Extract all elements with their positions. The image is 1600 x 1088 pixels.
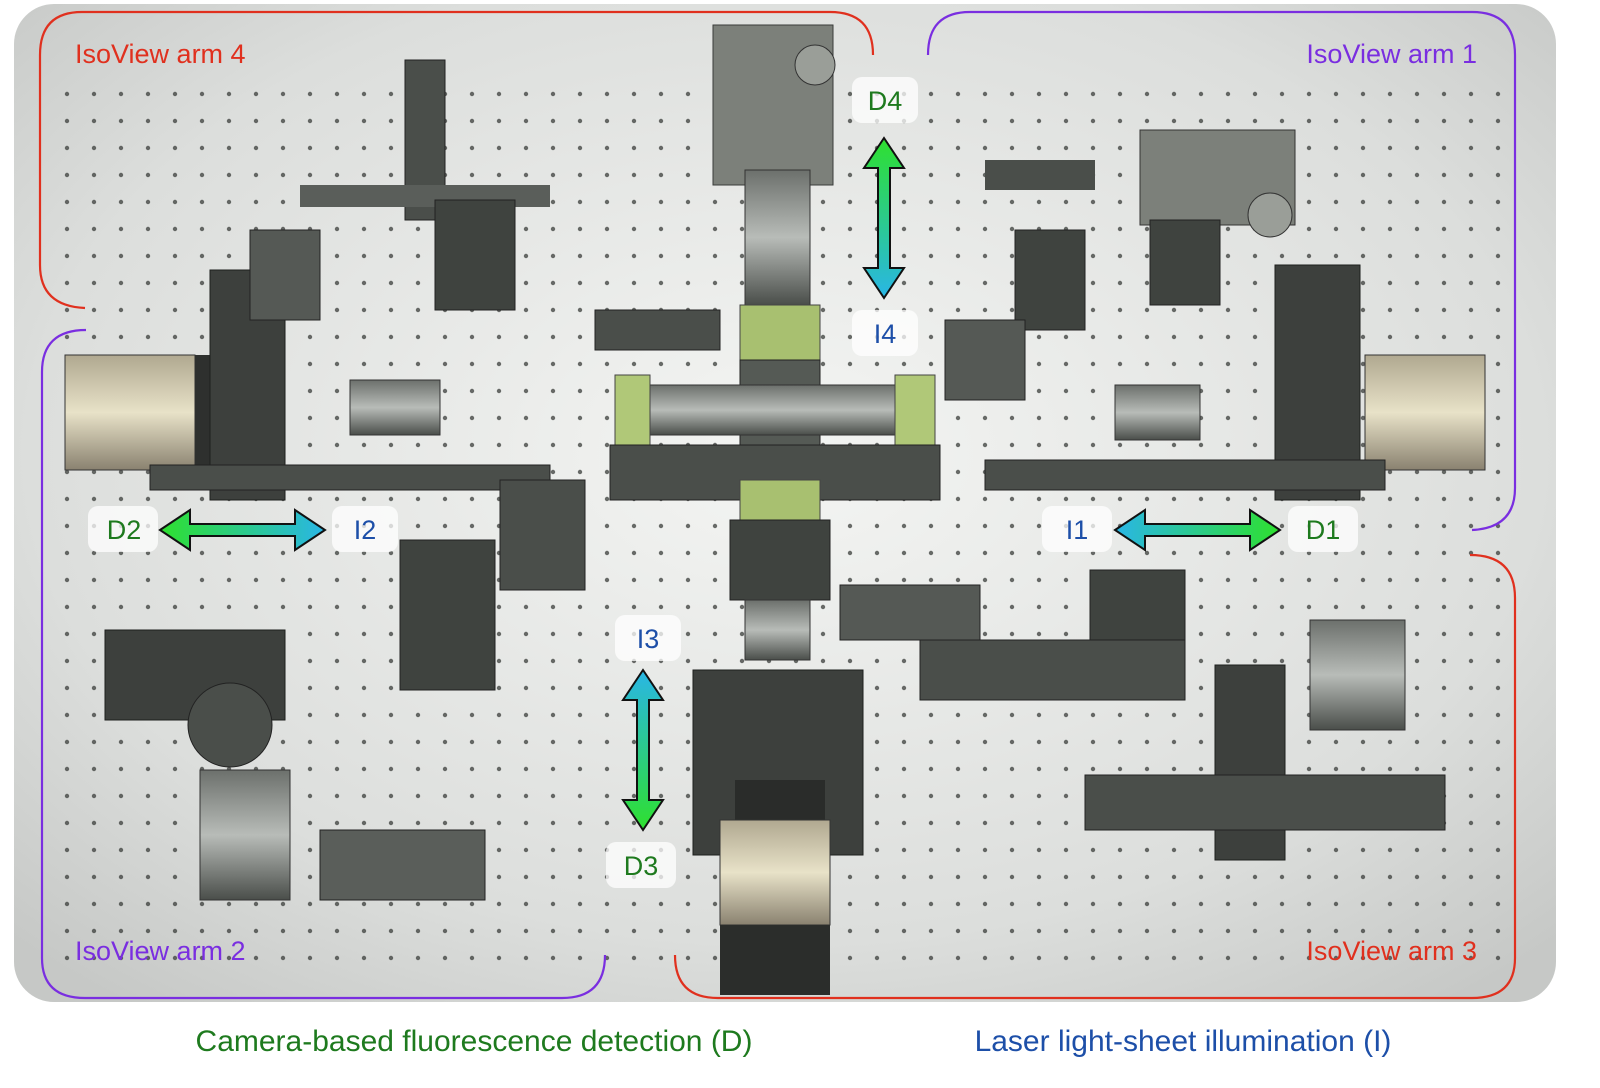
tags: D4 I4 D2 I2 I1 D1 I3 D3 [88,77,1358,888]
arm4-bracket [38,10,875,310]
tag-d2: D2 [107,515,142,545]
d4-i4-arrow [862,136,906,300]
i3-d3-arrow [621,668,665,832]
arm2-label: IsoView arm 2 [75,936,246,966]
legend-detection: Camera-based fluorescence detection (D) [196,1025,753,1058]
d2-i2-arrow [158,508,327,552]
equipment [64,24,1486,995]
tag-d3: D3 [624,851,659,881]
arm2-bracket [40,328,607,1000]
detection-path-d4 [744,169,811,306]
tag-i4: I4 [874,319,897,349]
camera-d2 [64,354,196,471]
tag-d4: D4 [868,86,903,116]
arm1-bracket [926,10,1517,532]
arm3-label: IsoView arm 3 [1306,936,1477,966]
legend-illumination: Laser light-sheet illumination (I) [975,1025,1392,1058]
tag-i2: I2 [354,515,377,545]
arrows [158,136,1282,832]
tag-i1: I1 [1066,515,1089,545]
arm3-bracket [673,553,1517,1000]
tag-d1: D1 [1306,515,1341,545]
arm1-label: IsoView arm 1 [1306,39,1477,69]
i1-d1-arrow [1113,508,1282,552]
tag-i3: I3 [637,624,660,654]
arm4-label: IsoView arm 4 [75,39,246,69]
camera-d1 [1364,354,1486,471]
